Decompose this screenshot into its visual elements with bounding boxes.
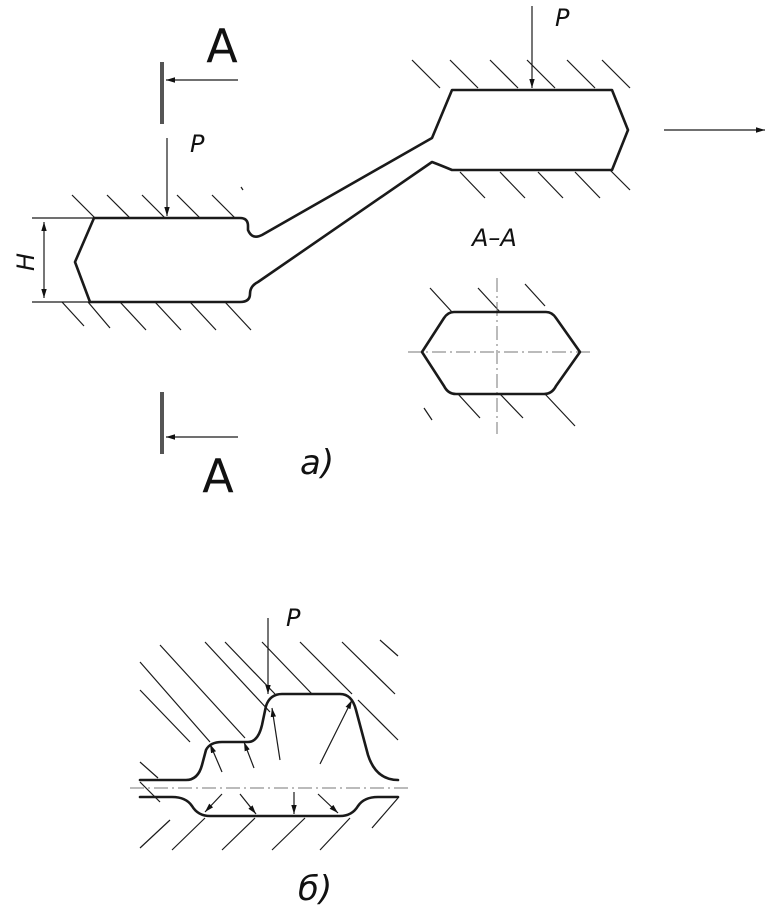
force-label-left: P bbox=[190, 130, 205, 158]
force-label-right: P bbox=[555, 4, 570, 32]
force-arrow-b: P bbox=[265, 604, 301, 694]
section-label-bottom: A bbox=[202, 449, 234, 503]
force-arrow-left: P bbox=[164, 130, 205, 216]
hatch-lower-left bbox=[61, 301, 252, 331]
height-dimension: H bbox=[12, 217, 94, 303]
section-view: A–A bbox=[408, 224, 592, 434]
lower-die-contour bbox=[138, 795, 400, 818]
forging-outline bbox=[73, 88, 630, 304]
height-label: H bbox=[12, 253, 40, 271]
section-outline bbox=[420, 310, 582, 396]
section-hatch bbox=[423, 283, 576, 427]
hatch-upper-die bbox=[139, 639, 399, 779]
section-mark-bottom: A bbox=[160, 392, 238, 503]
figure-b: P б) bbox=[130, 604, 410, 909]
section-mark-top: A bbox=[160, 19, 238, 124]
figure-a: H P P A A A–A bbox=[12, 4, 765, 503]
hatch-lower-right bbox=[459, 169, 631, 199]
force-label-b: P bbox=[286, 604, 301, 632]
hatch-upper-right bbox=[411, 59, 631, 89]
caption-b: б) bbox=[298, 869, 332, 909]
force-arrow-right: P bbox=[529, 4, 570, 88]
section-label-top: A bbox=[206, 19, 238, 73]
section-view-label: A–A bbox=[470, 224, 517, 252]
caption-a: а) bbox=[300, 443, 334, 483]
hatch-lower-die bbox=[139, 781, 399, 851]
upper-die-contour bbox=[138, 692, 400, 782]
hatch-upper-left bbox=[71, 186, 244, 219]
pressure-arrows bbox=[204, 699, 353, 815]
